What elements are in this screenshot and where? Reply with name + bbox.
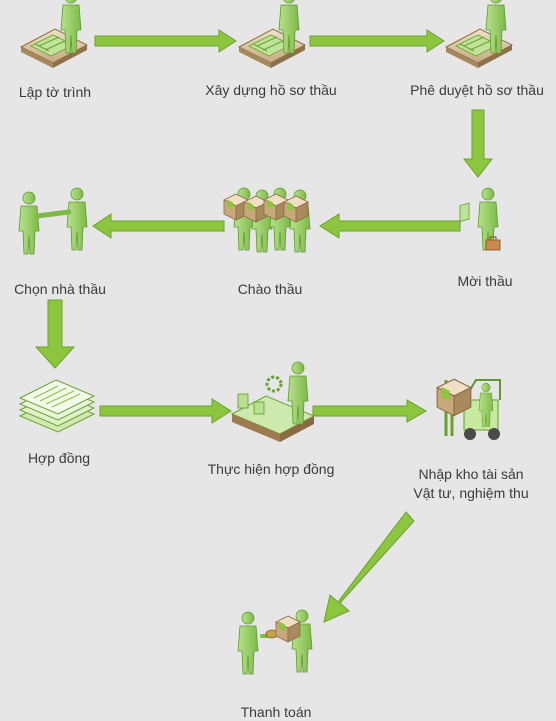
step-4-icon <box>459 187 501 251</box>
step-8-icon <box>230 361 316 442</box>
step-6-label: Chọn nhà thầu <box>14 281 106 297</box>
step-8-label: Thực hiện hợp đồng <box>207 461 335 477</box>
arrow-step9-to-step10 <box>323 511 415 623</box>
step-6-icon <box>18 187 88 255</box>
step-9-label-line2: Vật tư, nghiệm thu <box>413 485 529 501</box>
step-5-label: Chào thầu <box>237 281 303 297</box>
arrow-step8-to-step9 <box>312 399 427 423</box>
flow-arrows <box>34 29 494 623</box>
step-9-icon <box>436 378 501 440</box>
step-1-label: Lập tờ trình <box>18 84 92 100</box>
arrow-step1-to-step2 <box>94 29 237 53</box>
step-9-label: Nhập kho tài sản <box>418 466 524 482</box>
step-7-label: Hợp đồng <box>27 450 91 466</box>
arrow-step3-to-step4 <box>462 109 494 178</box>
step-7-icon <box>18 379 96 433</box>
arrow-step5-to-step6 <box>92 213 225 239</box>
step-3-icon <box>446 0 512 68</box>
step-10-label: Thanh toán <box>240 704 312 720</box>
arrow-step7-to-step8 <box>99 398 232 424</box>
step-5-icon <box>223 187 311 253</box>
arrow-step2-to-step3 <box>309 29 445 53</box>
step-4-label: Mời thầu <box>457 273 513 289</box>
step-3-label: Phê duyệt hồ sơ thầu <box>410 82 544 98</box>
step-10-icon <box>237 609 313 675</box>
step-1-icon <box>21 0 87 68</box>
arrow-step6-to-step7 <box>34 299 76 369</box>
arrow-step4-to-step5 <box>319 213 461 239</box>
step-2-icon <box>239 0 305 68</box>
step-2-label: Xây dựng hồ sơ thầu <box>205 82 337 98</box>
